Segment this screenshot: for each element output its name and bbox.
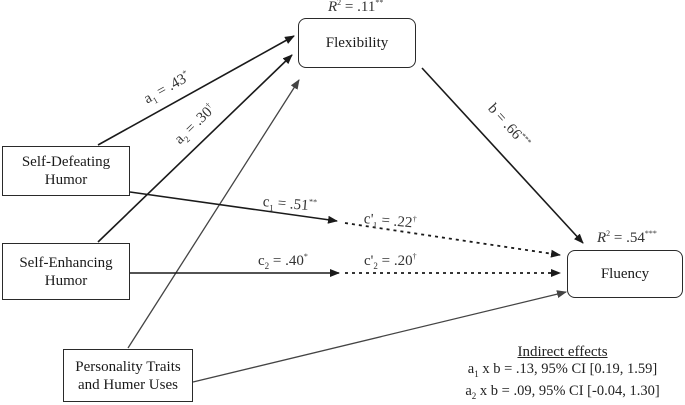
path-personality-fluency-line (192, 290, 567, 383)
r2-flexibility: R2 = .11** (328, 0, 384, 15)
node-personality-line1: Personality Traits (75, 358, 181, 375)
node-personality-traits: Personality Traits and Humer Uses (63, 349, 193, 402)
indirect-effect-row: a2 x b = .09, 95% CI [-0.04, 1.30] (465, 382, 660, 401)
node-self-enhancing-line2: Humor (44, 272, 88, 289)
indirect-effect-row: a1 x b = .13, 95% CI [0.19, 1.59] (467, 361, 658, 379)
r2-fluency: R2 = .54*** (597, 229, 657, 246)
node-flexibility: Flexibility (298, 18, 416, 68)
node-fluency: Fluency (567, 250, 683, 298)
path-c2-label: c2 = .40* (258, 252, 308, 271)
path-c1-prime-line (344, 222, 561, 258)
node-self-defeating-humor: Self-Defeating Humor (2, 146, 130, 196)
node-fluency-label: Fluency (600, 266, 650, 282)
path-c2-prime-label: c'2 = .20† (364, 252, 417, 271)
node-personality-line2: and Humer Uses (78, 376, 178, 393)
node-self-enhancing-humor: Self-Enhancing Humor (2, 243, 130, 300)
path-a1-line (97, 35, 295, 146)
path-personality-flexibility-line (127, 79, 300, 349)
path-b-line (421, 67, 584, 244)
path-a2-line (97, 54, 293, 243)
node-self-defeating-line2: Humor (44, 172, 88, 188)
node-self-enhancing-line1: Self-Enhancing (19, 254, 113, 271)
node-flexibility-label: Flexibility (325, 35, 389, 51)
path-c1-line (129, 191, 338, 224)
node-self-defeating-line1: Self-Defeating (21, 154, 111, 170)
indirect-effects-title: Indirect effects (517, 344, 608, 360)
indirect-effects: Indirect effects a1 x b = .13, 95% CI [0… (440, 344, 685, 405)
